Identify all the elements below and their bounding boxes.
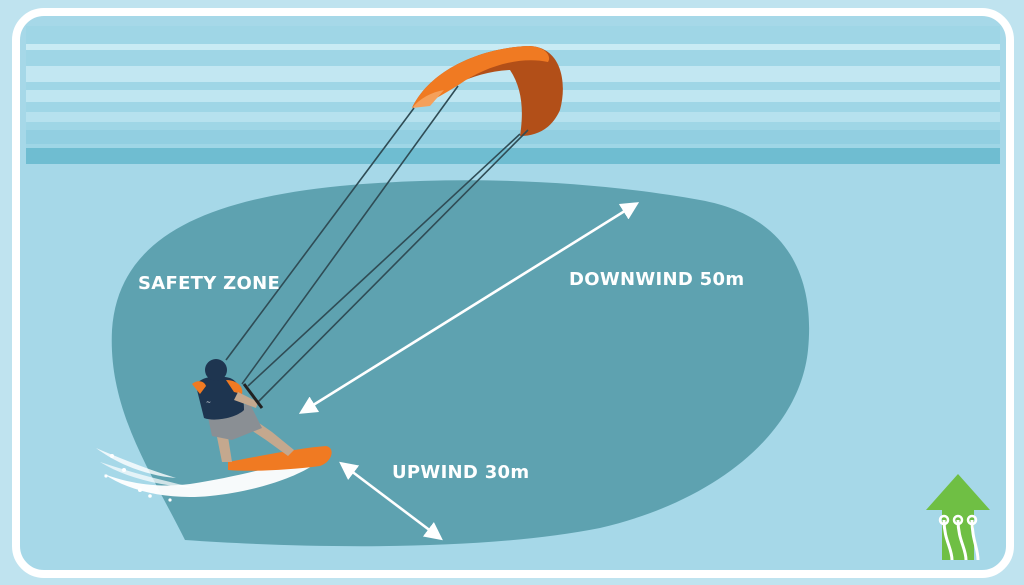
wind-direction-icon <box>926 474 990 561</box>
downwind-arrow <box>298 202 640 414</box>
kiteboarder-figure: ~ <box>192 359 294 462</box>
upwind-label: UPWIND 30m <box>392 462 529 483</box>
water-spray <box>96 448 312 502</box>
downwind-label: DOWNWIND 50m <box>569 269 744 290</box>
sky-stripes <box>26 26 1000 164</box>
kite-icon <box>412 46 563 136</box>
kiteboard <box>228 446 332 471</box>
safety-zone-label: SAFETY ZONE <box>138 273 280 294</box>
upwind-arrow <box>339 461 443 541</box>
svg-text:~: ~ <box>206 399 211 406</box>
